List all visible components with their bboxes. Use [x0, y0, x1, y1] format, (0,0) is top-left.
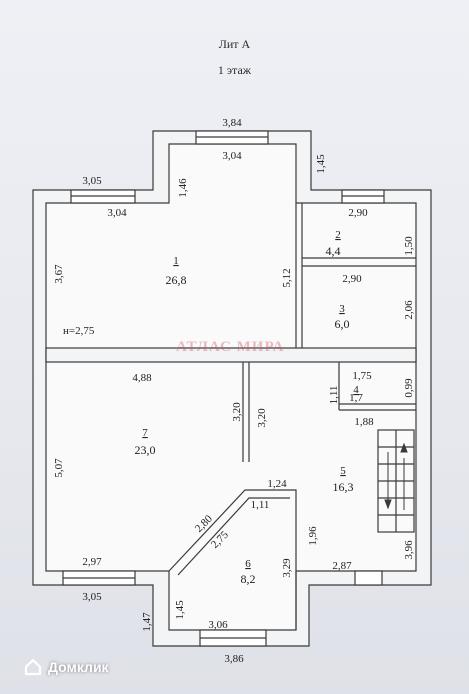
dim-room7-height: 5,07 — [53, 458, 65, 478]
room-5-area: 16,3 — [333, 480, 354, 494]
ceiling-height-note: н=2,75 — [63, 325, 95, 337]
room-4-number: 4 — [353, 384, 359, 396]
dim-step-1-46: 1,46 — [177, 178, 189, 198]
room-1-area: 26,8 — [166, 273, 187, 287]
dim-room3-width: 2,90 — [342, 273, 362, 285]
dim-room1-height: 3,67 — [53, 264, 65, 284]
dim-room5-height: 3,96 — [403, 540, 415, 560]
dim-room5-bottom: 2,87 — [332, 560, 352, 572]
room-4-area: 1,7 — [349, 392, 363, 404]
brand-name: Домклик — [48, 659, 109, 675]
dim-room3-height: 2,06 — [403, 300, 415, 320]
dim-left-window-inner: 3,04 — [107, 207, 127, 219]
room-6-walls — [168, 489, 297, 630]
dim-top-outer: 3,84 — [222, 117, 242, 129]
room-7-area: 23,0 — [135, 443, 156, 457]
dim-room4-height-2: 0,99 — [403, 378, 415, 398]
dim-room4-width: 1,75 — [352, 370, 372, 382]
room-1-number: 1 — [173, 255, 179, 267]
dim-partition-5-12: 5,12 — [281, 268, 293, 287]
room-6-number: 6 — [245, 558, 251, 570]
room-5-number: 5 — [340, 465, 346, 477]
room-3-number: 3 — [339, 303, 345, 315]
building-letter-title: Лит А — [218, 37, 251, 51]
dim-room5-wall: 1,96 — [307, 526, 319, 546]
dim-room7-inner-a: 3,20 — [231, 402, 243, 422]
dim-left-window-outer: 3,05 — [82, 175, 102, 187]
dim-step-1-45-top: 1,45 — [315, 154, 327, 174]
dim-room6-width-inner: 3,06 — [208, 619, 228, 631]
door-entrance — [354, 570, 383, 586]
dim-hall-width: 1,88 — [354, 416, 374, 428]
brand-logo: Домклик — [24, 656, 109, 678]
room-2-area: 4,4 — [326, 244, 341, 258]
dim-room7-bottom-inner: 2,97 — [82, 556, 102, 568]
dim-room6-height: 3,29 — [281, 558, 293, 578]
dim-step-1-47: 1,47 — [141, 612, 153, 632]
dim-room7-bottom-outer: 3,05 — [82, 591, 102, 603]
dim-door-1-24: 1,24 — [267, 478, 287, 490]
room-2-number: 2 — [335, 229, 341, 241]
partition-main-horizontal — [45, 347, 417, 363]
dim-door-1-11: 1,11 — [251, 499, 270, 511]
room-7-number: 7 — [142, 427, 148, 439]
dim-room2-height: 1,50 — [403, 236, 415, 256]
floor-title: 1 этаж — [217, 63, 252, 77]
dim-room6-left: 1,45 — [174, 600, 186, 620]
dim-top-inner: 3,04 — [222, 150, 242, 162]
dim-room2-width: 2,90 — [348, 207, 368, 219]
dim-room7-width: 4,88 — [132, 372, 152, 384]
room-3-area: 6,0 — [335, 317, 350, 331]
room-6-area: 8,2 — [241, 572, 256, 586]
dim-room4-height-1: 1,11 — [328, 386, 340, 405]
watermark-text: АТЛАС МИРА — [176, 339, 285, 355]
house-logo-icon — [24, 658, 42, 676]
dim-room7-inner-b: 3,20 — [256, 408, 268, 428]
dim-room6-width-outer: 3,86 — [224, 653, 244, 665]
